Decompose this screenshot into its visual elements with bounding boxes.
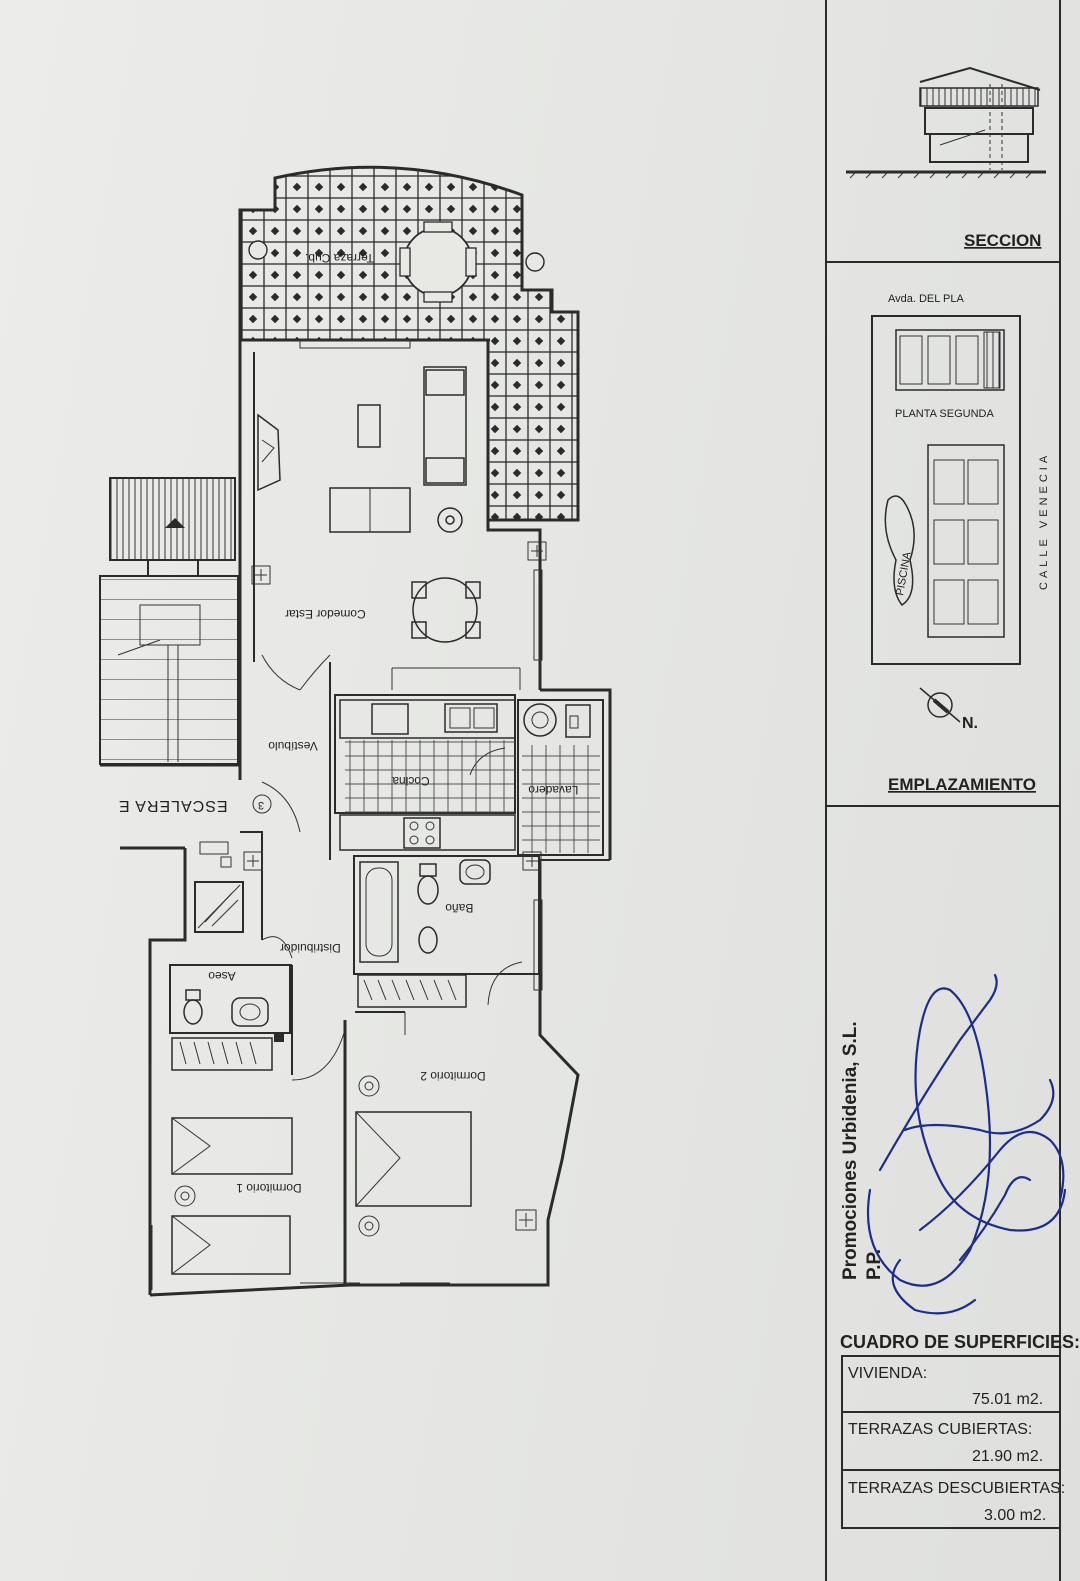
room-label-dormitorio1: Dormitorio 1 [236,1181,302,1195]
signature [866,973,1067,1315]
terraza-cubierta [238,165,580,522]
cuadro-row-label: TERRAZAS CUBIERTAS: [848,1421,1032,1438]
seccion-drawing [846,66,1046,179]
staircase [99,477,240,767]
cuadro-row-label: VIVIENDA: [848,1365,927,1382]
room-label-vestibulo: Vestíbulo [268,739,318,753]
outer-walls [120,338,612,1297]
room-label-terraza: Terraza Cub. [305,251,374,265]
promotor-label: Promociones Urbidenia, S.L. [840,1021,861,1280]
cuadro-row-value: 21.90 m2. [972,1448,1043,1465]
room-label-aseo: Aseo [208,969,236,983]
window-top [299,339,411,349]
room-label-lavadero: Lavadero [528,783,578,797]
room-label-cocina: Cocina [392,774,430,788]
cuadro-row-value: 75.01 m2. [972,1391,1043,1408]
room-label-dormitorio2: Dormitorio 2 [420,1069,486,1083]
calle-label: CALLE VENECIA [1038,452,1050,590]
comedor-estar [251,366,547,643]
distribuidor [170,841,406,1285]
cuadro-row-label: TERRAZAS DESCUBIERTAS: [848,1480,1065,1497]
right-panel-frame [825,0,1061,1581]
bano [353,851,542,1008]
vestibulo [261,654,521,860]
escalera-label: ESCALERA E [118,797,228,814]
cuadro-table [841,1355,1061,1529]
aseo [169,964,291,1071]
cuadro-title: CUADRO DE SUPERFICIES: [840,1332,1080,1352]
pp-label: P.P. [864,1249,885,1280]
room-label-comedor: Comedor Estar [285,607,366,621]
room-label-bano: Baño [445,901,473,915]
north-label: N. [962,715,978,732]
dormitorio-1 [151,1117,293,1290]
escalera-number: 3 [258,799,264,811]
emplazamiento-map [871,315,1021,665]
lavadero [517,699,604,856]
cocina [334,694,516,851]
planta-label: PLANTA SEGUNDA [895,408,994,420]
piscina-label: PISCINA [894,550,914,596]
emplazamiento-title: EMPLAZAMIENTO [888,775,1036,794]
window-right [533,569,543,661]
north-arrow-icon [919,687,961,723]
avda-label: Avda. DEL PLA [888,293,964,305]
dormitorio-2 [355,1075,537,1237]
room-label-distribuidor: Distribuidor [280,941,341,955]
cuadro-row-value: 3.00 m2. [984,1507,1046,1524]
seccion-title: SECCION [964,231,1041,250]
escalera-number-circle [252,794,272,814]
